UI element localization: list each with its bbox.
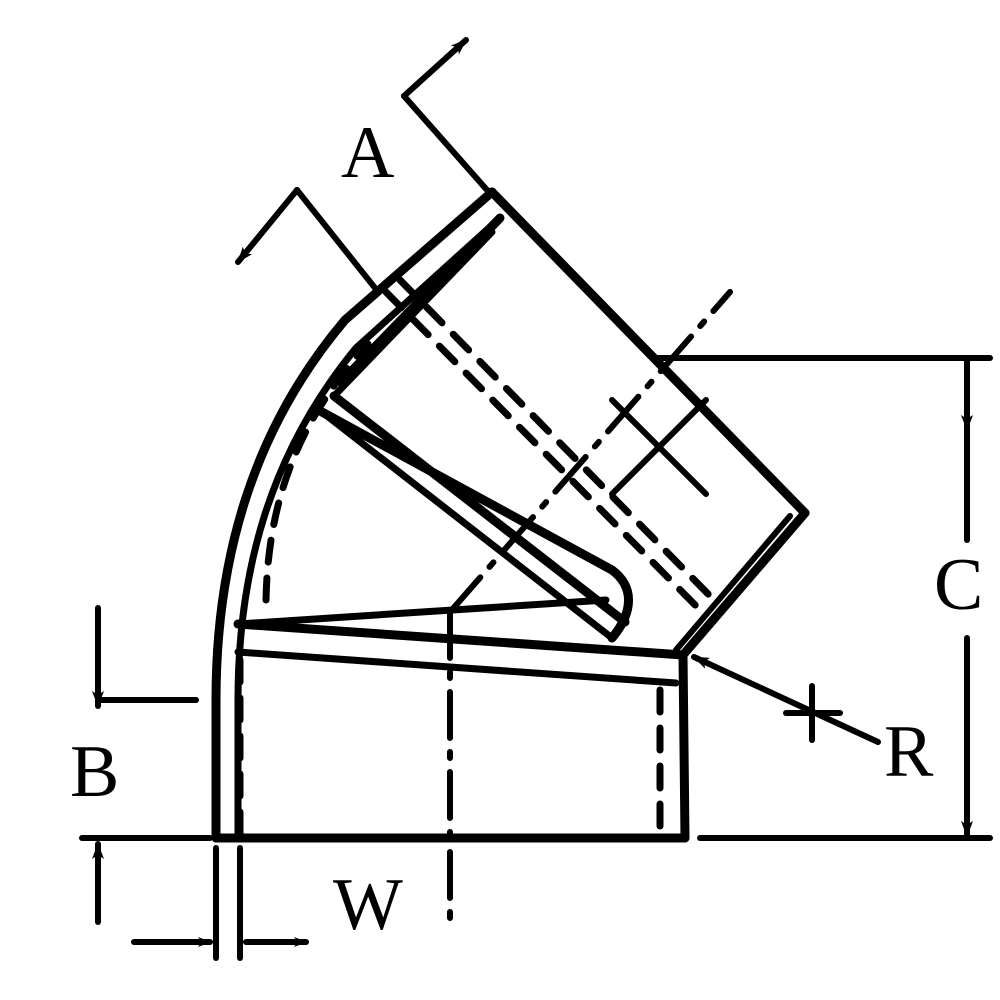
centerlines xyxy=(447,289,733,933)
lower-barrel-shoulder xyxy=(233,619,688,687)
dimension-label-a: A xyxy=(341,112,395,194)
hidden-lines-dashed xyxy=(236,276,716,842)
angled-branch-socket-step xyxy=(330,213,505,400)
dimension-a-group xyxy=(235,37,490,291)
socket-bore-return xyxy=(317,407,633,643)
dimension-c-group xyxy=(652,355,993,841)
dimension-a-arrow-lower xyxy=(235,187,300,265)
dimension-b-group xyxy=(79,605,213,925)
dimension-label-r: R xyxy=(884,711,934,793)
dimension-a-extension-upper xyxy=(401,93,490,193)
center-cross-mark-branch xyxy=(609,397,709,497)
dimension-r-leader xyxy=(691,654,881,745)
dimension-label-b: B xyxy=(70,731,120,813)
dimension-w-group xyxy=(131,845,309,961)
lower-barrel-bore-ledge xyxy=(234,596,610,628)
angled-branch-outer-walls xyxy=(487,187,810,660)
dimension-a-arrow-upper xyxy=(401,37,469,99)
dimension-label-c: C xyxy=(934,544,984,626)
straight-run-right-wall xyxy=(678,650,690,843)
dimension-r-group xyxy=(691,654,881,745)
dimension-a-extension-lower xyxy=(294,187,378,291)
dimension-label-w: W xyxy=(333,864,403,946)
